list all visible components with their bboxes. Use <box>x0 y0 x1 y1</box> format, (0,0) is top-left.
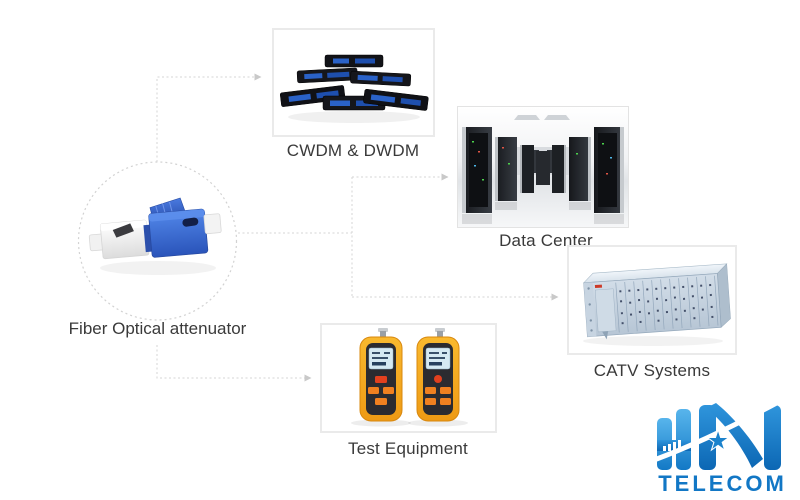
star-icon: ★ <box>705 424 730 457</box>
test-equipment-image <box>351 328 468 427</box>
cwdm-node-box <box>272 28 435 137</box>
hub-label: Fiber Optical attenuator <box>68 319 247 338</box>
mux-device <box>324 54 383 67</box>
brand-logo: ★ <box>648 398 798 494</box>
connector-to-cwdm <box>156 73 262 162</box>
rack-leds <box>472 141 612 181</box>
catv-card-dots <box>619 283 714 325</box>
connector-to-test-equipment <box>156 345 312 382</box>
catv-node-label: CATV Systems <box>593 361 711 380</box>
logo-wordmark: TELECOM <box>658 471 787 496</box>
floor-reflections <box>462 202 624 224</box>
catv-card-slots <box>615 275 719 333</box>
swoosh-graphic <box>654 398 784 463</box>
catv-image <box>582 263 731 346</box>
attenuator-body-group <box>88 197 222 260</box>
optical-power-meter <box>416 328 460 422</box>
signal-bars-icon <box>663 440 681 451</box>
datacenter-image <box>458 107 628 227</box>
hn-monogram-graphic: ★ <box>654 398 784 470</box>
datacenter-node-box <box>457 106 629 228</box>
left-racks <box>462 127 544 213</box>
right-racks <box>542 127 624 213</box>
mux-device <box>296 67 358 83</box>
mux-device <box>362 88 429 111</box>
mux-device <box>349 70 411 86</box>
catv-node-box <box>567 245 737 355</box>
cwdm-dwdm-image <box>279 54 429 123</box>
optical-power-meter <box>359 328 403 422</box>
fiber-attenuator-image <box>88 197 222 275</box>
catv-chassis <box>582 263 731 340</box>
test-node-label: Test Equipment <box>348 439 468 458</box>
cwdm-node-label: CWDM & DWDM <box>286 141 420 160</box>
test-node-box <box>320 323 497 433</box>
